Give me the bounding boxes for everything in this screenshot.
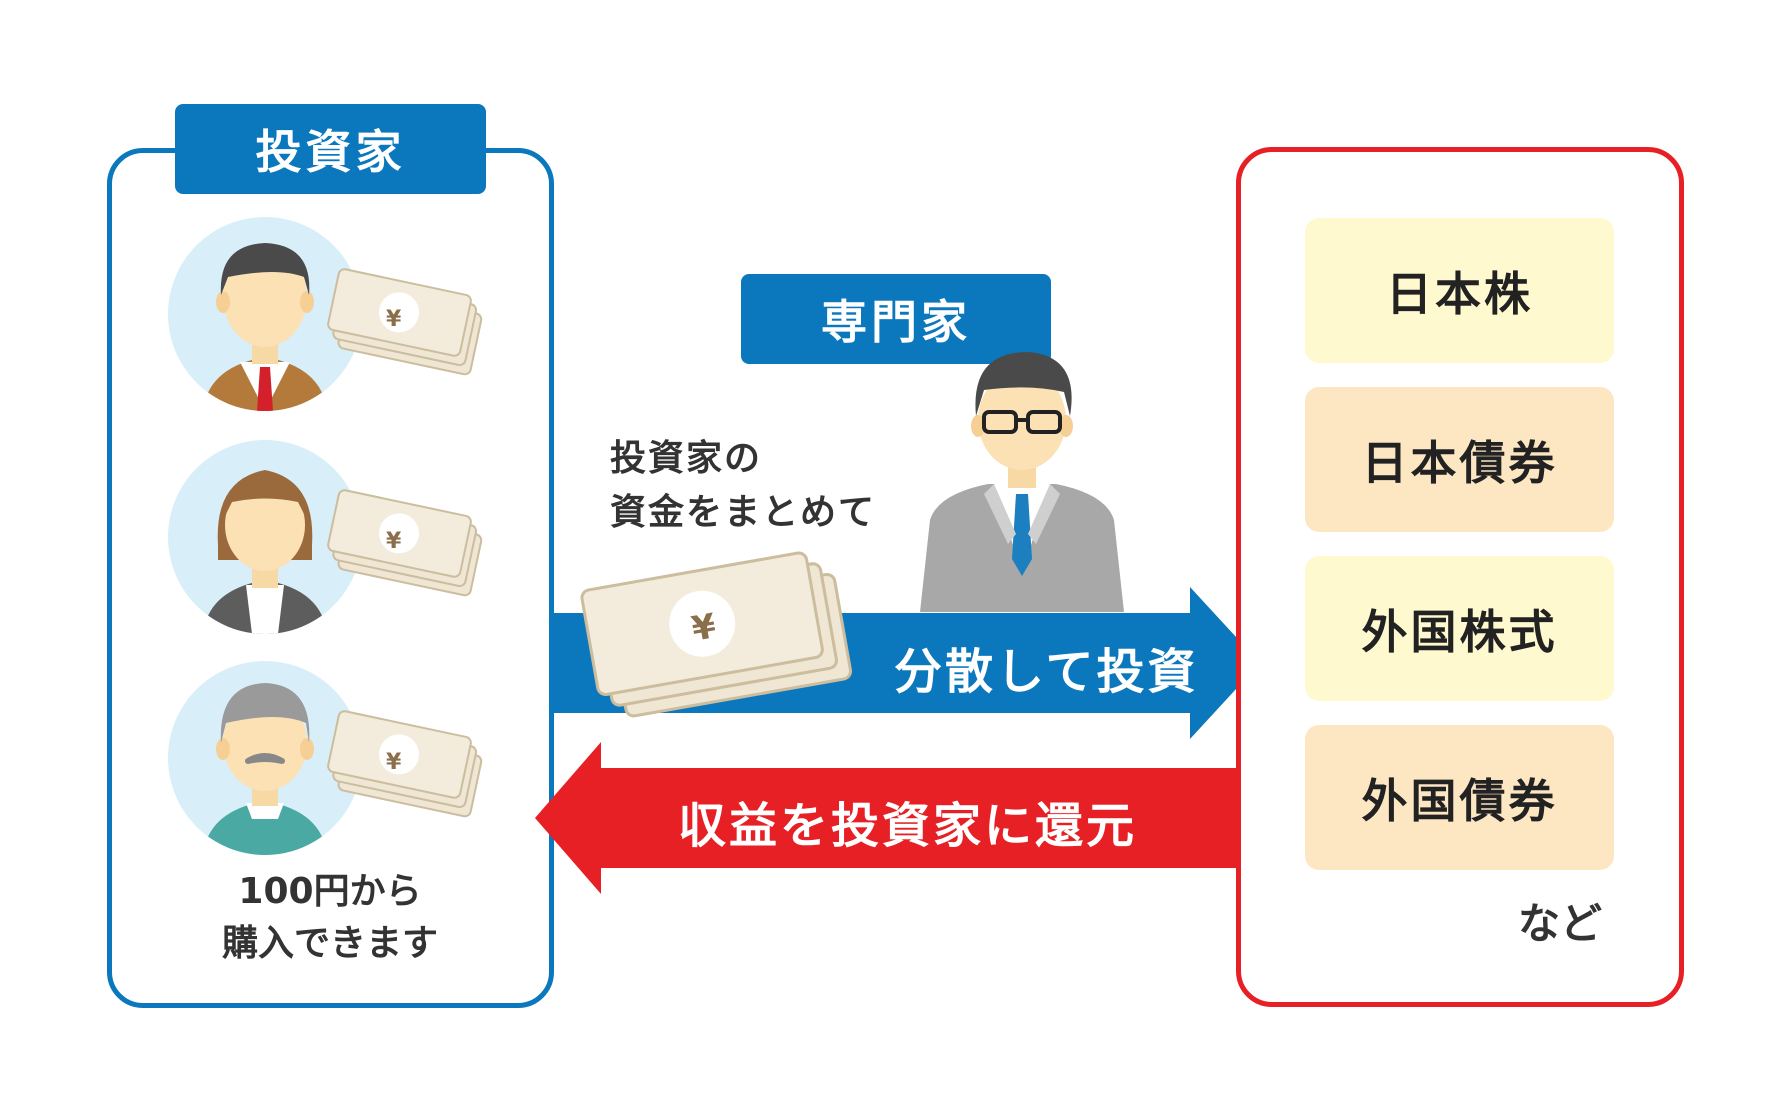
invest-arrow-label: 分散して投資: [894, 644, 1199, 700]
banknote-stack-1: [327, 268, 483, 376]
asset-foreign-bonds: 外国債券: [1305, 725, 1614, 870]
investor-note: 100円から 購入できます: [198, 866, 462, 970]
woman-icon: [203, 470, 327, 634]
expert-icon: [920, 352, 1124, 612]
asset-etc: など: [1518, 899, 1603, 948]
return-arrow: [535, 742, 1237, 894]
yen-symbol: ¥: [386, 750, 402, 775]
banknote-stack-large: [580, 551, 853, 718]
banknote-stack-3: [327, 710, 483, 818]
asset-foreign-stocks: 外国株式: [1305, 556, 1614, 701]
elder-man-icon: [203, 683, 327, 855]
investor-woman-avatar: [168, 440, 362, 634]
gather-funds-text: 投資家の 資金をまとめて: [610, 432, 876, 540]
return-arrow-label: 収益を投資家に還元: [678, 798, 1138, 854]
investor-note-line2: 購入できます: [221, 923, 438, 964]
banknote-stack-2: [327, 489, 483, 597]
yen-symbol: ¥: [386, 529, 402, 554]
investor-man-avatar: [168, 217, 362, 411]
investor-label: 投資家: [175, 104, 486, 194]
expert-label: 専門家: [741, 274, 1051, 364]
gather-line2: 資金をまとめて: [610, 492, 877, 533]
gather-line1: 投資家の: [610, 438, 763, 479]
asset-japan-stocks: 日本株: [1305, 218, 1614, 363]
investor-elder-avatar: [168, 661, 362, 855]
asset-japan-bonds: 日本債券: [1305, 387, 1614, 532]
man-icon: [203, 243, 327, 411]
investor-note-line1: 100円から: [238, 871, 422, 912]
yen-symbol: ¥: [386, 307, 402, 332]
